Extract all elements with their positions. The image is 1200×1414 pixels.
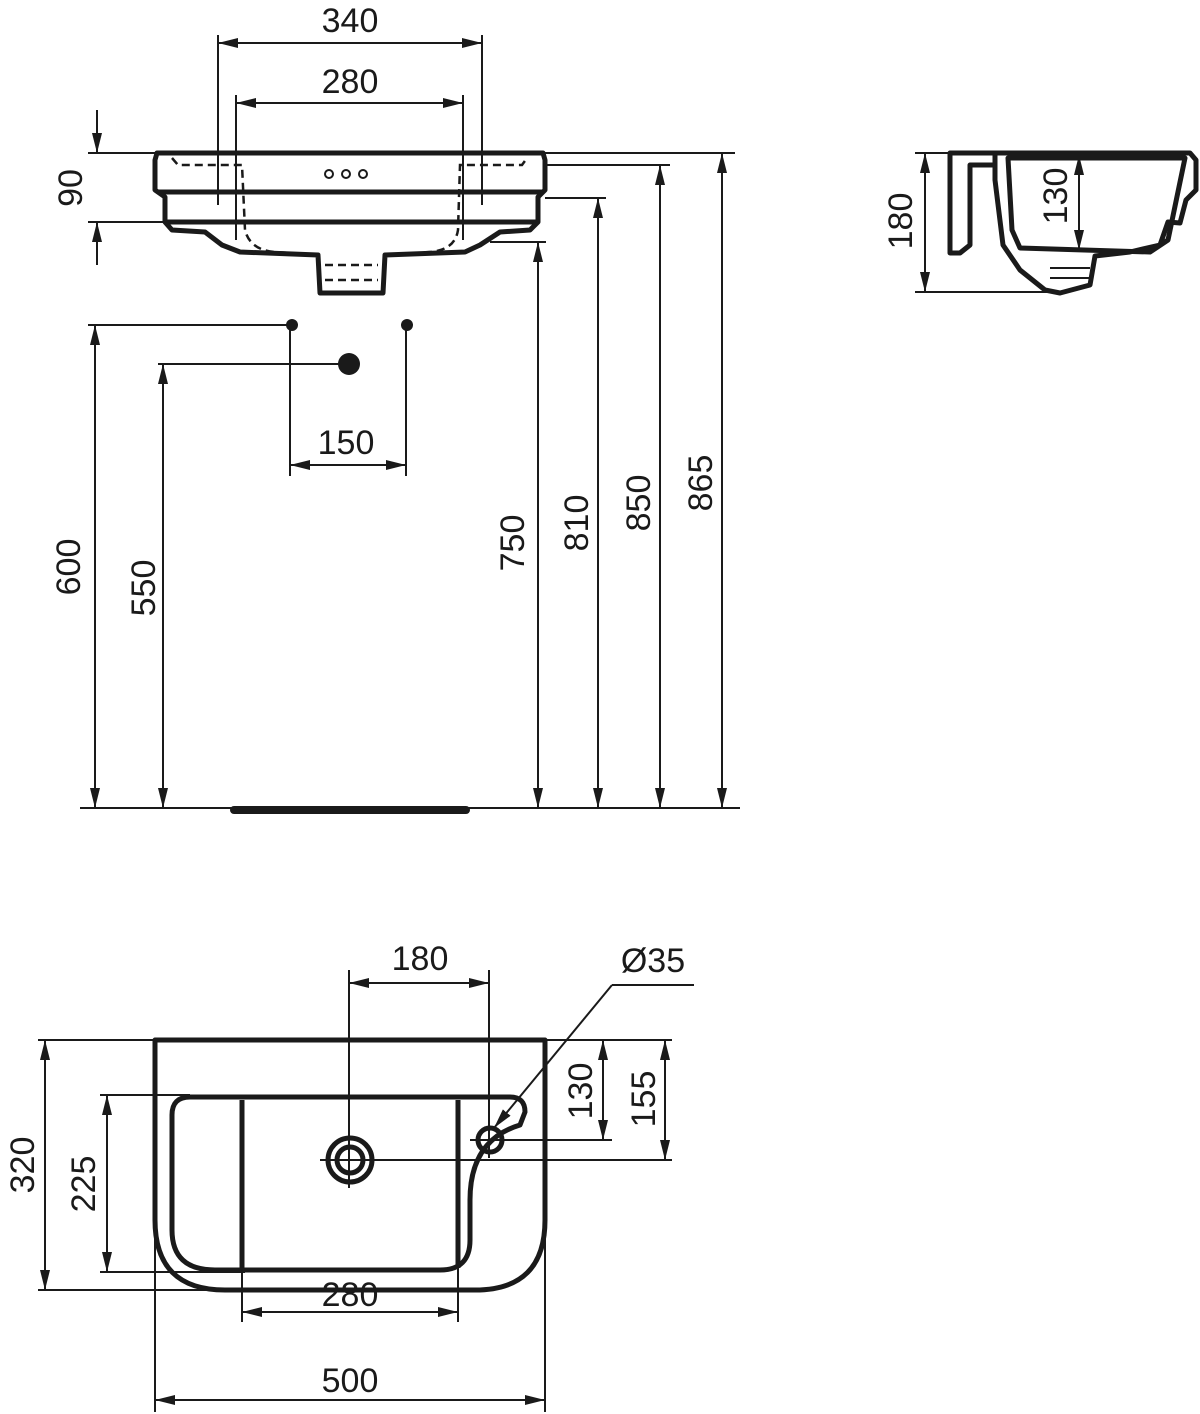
dim-130-top: 130 <box>562 1063 600 1120</box>
dim-850: 850 <box>620 475 658 532</box>
dim-865: 865 <box>682 455 720 512</box>
top-view: Ø35 180 320 225 130 155 280 500 <box>4 940 694 1412</box>
side-view: 180 130 <box>882 150 1199 296</box>
dim-600: 600 <box>50 539 88 596</box>
dim-280-top: 280 <box>322 1276 379 1314</box>
dim-180-top: 180 <box>392 940 449 978</box>
dim-130-side: 130 <box>1037 168 1075 225</box>
dim-320: 320 <box>4 1137 42 1194</box>
dim-750: 750 <box>494 515 532 572</box>
dim-225: 225 <box>65 1156 103 1213</box>
dim-340: 340 <box>322 2 379 40</box>
supply-point-left <box>286 319 298 331</box>
dim-550: 550 <box>125 560 163 617</box>
dim-810: 810 <box>558 495 596 552</box>
dim-500: 500 <box>322 1362 379 1400</box>
dim-150: 150 <box>318 424 375 462</box>
front-view: 340 280 90 865 850 810 750 <box>50 2 740 814</box>
dim-90: 90 <box>52 169 90 207</box>
dim-diameter-35: Ø35 <box>621 942 685 980</box>
waste-point <box>338 353 360 375</box>
sink-front-outline <box>152 150 548 296</box>
dim-280-front: 280 <box>322 63 379 101</box>
dim-155: 155 <box>625 1071 663 1128</box>
dim-180-side: 180 <box>882 193 920 250</box>
